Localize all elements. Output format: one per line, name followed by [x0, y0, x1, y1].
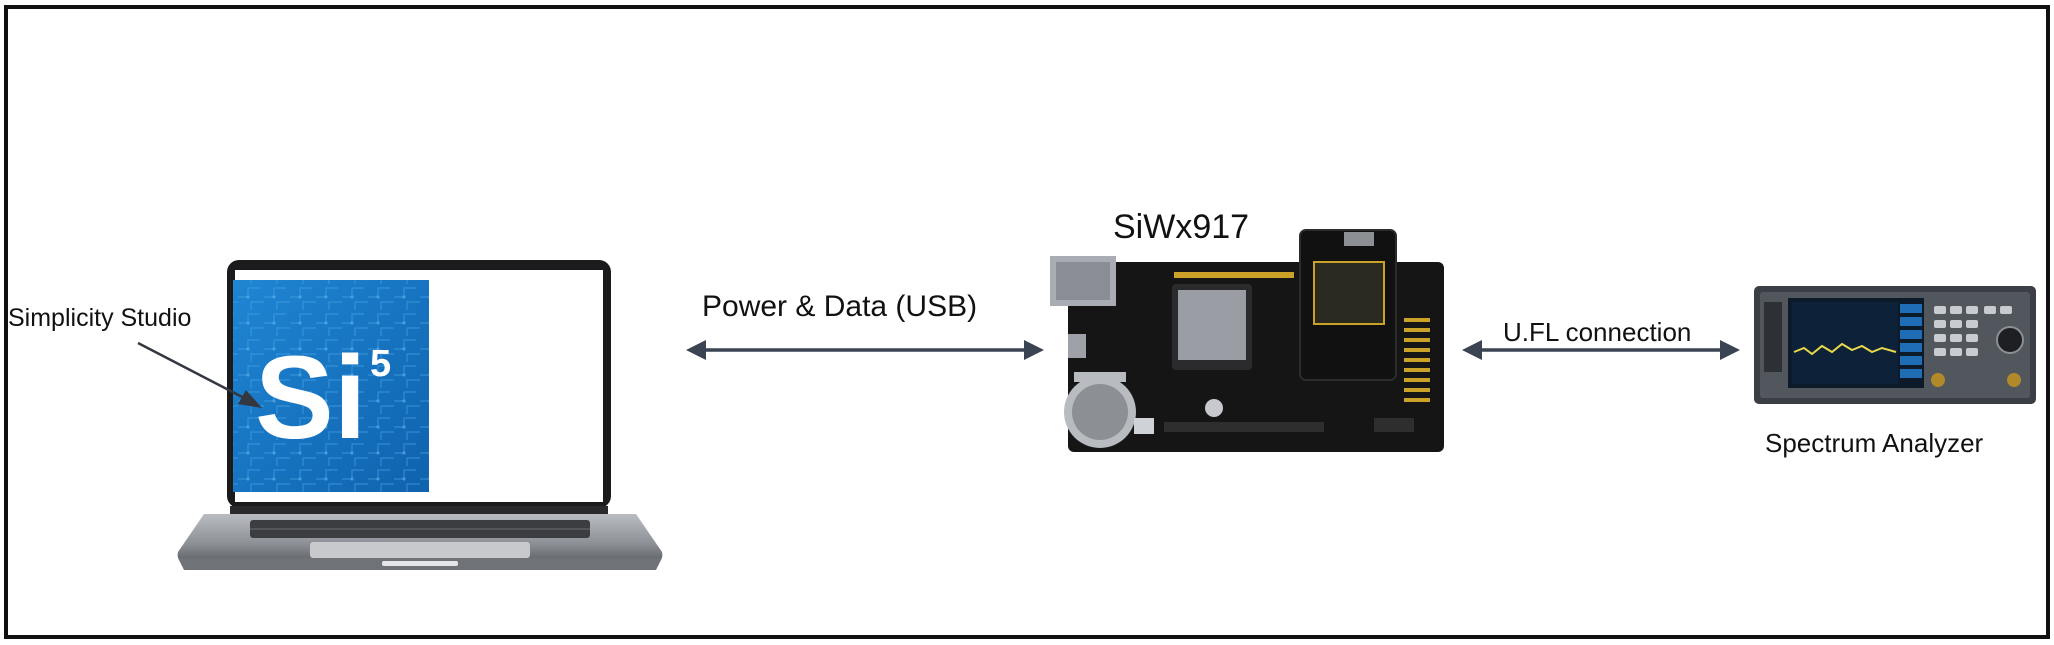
ufl-link-label: U.FL connection: [1503, 317, 1692, 347]
logo-text: Si: [255, 332, 367, 464]
spectrum-analyzer-label: Spectrum Analyzer: [1765, 428, 1984, 458]
usb-link-label: Power & Data (USB): [702, 290, 978, 323]
logo-superscript: 5: [370, 343, 391, 385]
simplicity-studio-label: Simplicity Studio: [8, 304, 192, 332]
spectrum-analyzer-illustration: [1754, 286, 2036, 404]
simplicity-studio-logo: Si 5: [233, 280, 429, 492]
siwx917-board-illustration: [1050, 229, 1444, 452]
laptop-illustration: Si 5: [177, 260, 663, 570]
board-title: SiWx917: [1113, 208, 1250, 246]
